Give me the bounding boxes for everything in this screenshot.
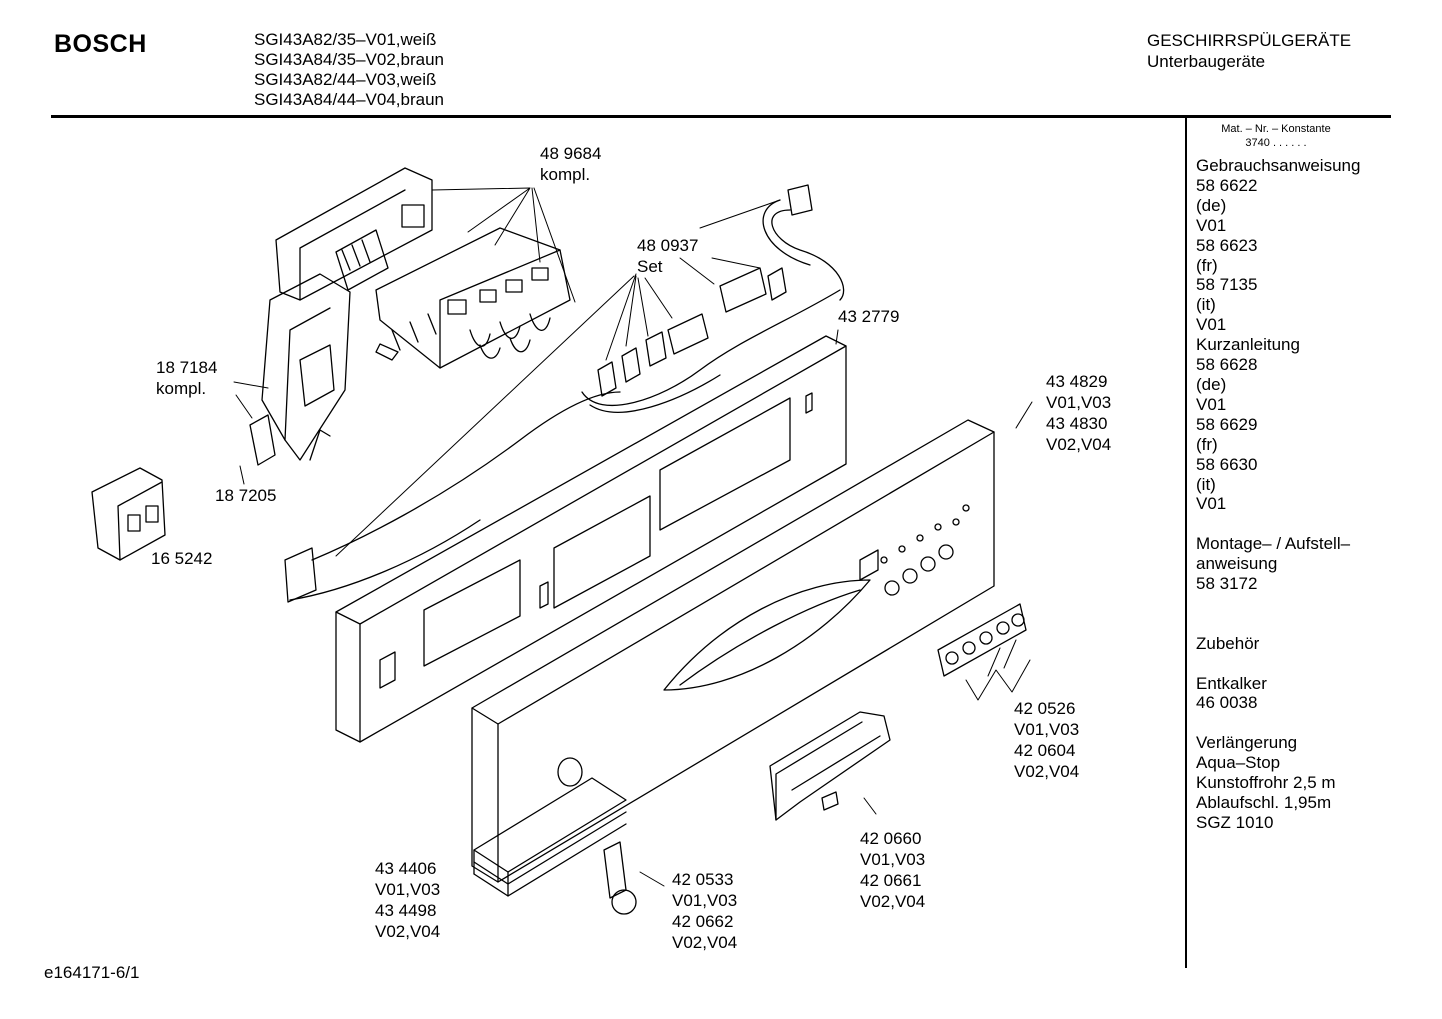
header-divider [51,115,1391,118]
control-frame [335,335,847,743]
drawing-code: e164171-6/1 [44,963,140,982]
exploded-diagram [91,167,1033,915]
insulation-strips [473,777,627,897]
callout-420526: 42 0526 V01,V03 42 0604 V02,V04 [1014,699,1080,781]
callout-187184: 18 7184 kompl. [156,358,218,398]
electronic-module [275,167,571,369]
terminal-block [91,467,166,561]
category-title: GESCHIRRSPÜLGERÄTE [1147,31,1352,50]
program-knob [603,841,637,915]
callout-480937: 48 0937 Set [637,236,699,276]
model-line-3: SGI43A82/44–V03,weiß [254,70,437,89]
callout-434829: 43 4829 V01,V03 43 4830 V02,V04 [1046,372,1112,454]
sidebar-header-2: 3740 . . . . . . [1245,137,1307,149]
sidebar: Mat. – Nr. – Konstante 3740 . . . . . . … [1196,122,1386,833]
callout-432779: 43 2779 [838,307,900,326]
brand-logo: BOSCH [54,30,147,58]
model-line-1: SGI43A82/35–V01,weiß [254,30,437,49]
callout-165242: 16 5242 [151,549,213,568]
model-line-2: SGI43A84/35–V02,braun [254,50,444,69]
callout-489684: 48 9684 kompl. [540,144,602,184]
leader-lines [233,187,1033,887]
push-buttons [937,603,1027,677]
callout-434406: 43 4406 V01,V03 43 4498 V02,V04 [375,859,441,941]
sidebar-divider [1185,118,1187,968]
door-handle [769,711,891,821]
category-subtitle: Unterbaugeräte [1147,52,1266,71]
door-switch-assembly [249,273,351,466]
front-panel [471,419,995,883]
callout-420533: 42 0533 V01,V03 42 0662 V02,V04 [672,870,738,952]
sidebar-header-1: Mat. – Nr. – Konstante [1221,123,1331,135]
sidebar-list: Gebrauchsanweisung 58 6622 (de) V01 58 6… [1196,156,1361,832]
callout-420660: 42 0660 V01,V03 42 0661 V02,V04 [860,829,926,911]
wire-harness [284,184,845,603]
callout-187205: 18 7205 [215,486,277,505]
category-block: GESCHIRRSPÜLGERÄTE Unterbaugeräte [1147,30,1351,72]
model-list: SGI43A82/35–V01,weiß SGI43A84/35–V02,bra… [254,30,444,110]
model-line-4: SGI43A84/44–V04,braun [254,90,444,109]
